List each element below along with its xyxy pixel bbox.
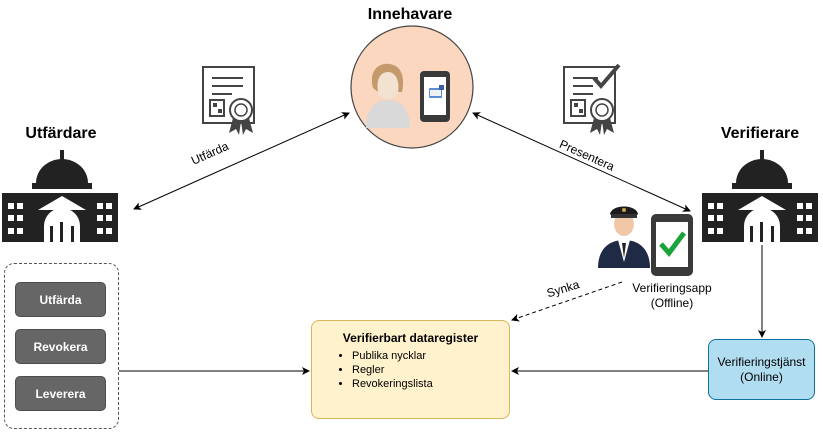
verifier-app-line2: (Offline) xyxy=(650,296,694,310)
certificate-check-icon xyxy=(563,63,621,135)
issuer-actions-group xyxy=(4,263,119,429)
certificate-qr-icon xyxy=(202,66,255,135)
verification-service: Verifieringstjänst (Online) xyxy=(708,339,815,400)
deliver-action-button[interactable]: Leverera xyxy=(15,376,106,411)
service-line1: Verifieringstjänst xyxy=(717,354,806,369)
verifiable-data-registry: Verifierbart dataregister Publika nyckla… xyxy=(311,320,510,419)
officer-icon xyxy=(598,206,650,268)
verifier-building-icon xyxy=(702,150,818,242)
revoke-action-button[interactable]: Revokera xyxy=(15,329,106,364)
issuer-building-icon xyxy=(2,150,118,242)
holder-icon xyxy=(350,25,474,149)
verifier-app-line1: Verifieringsapp xyxy=(632,281,712,295)
issuer-title: Utfärdare xyxy=(25,125,97,142)
registry-items: Publika nycklar Regler Revokeringslista xyxy=(334,349,433,391)
registry-item: Revokeringslista xyxy=(352,377,433,391)
verifier-app-label: Verifieringsapp (Offline) xyxy=(624,281,720,311)
registry-title: Verifierbart dataregister xyxy=(342,331,479,345)
issue-edge xyxy=(133,112,350,210)
registry-item: Regler xyxy=(352,363,433,377)
registry-item: Publika nycklar xyxy=(352,349,433,363)
holder-title: Innehavare xyxy=(367,6,453,23)
service-line2: (Online) xyxy=(740,369,783,384)
verifier-title: Verifierare xyxy=(720,125,800,142)
verification-phone-icon xyxy=(651,214,693,276)
sync-edge xyxy=(511,281,623,322)
present-edge xyxy=(472,112,691,212)
issue-action-button[interactable]: Utfärda xyxy=(15,282,106,317)
